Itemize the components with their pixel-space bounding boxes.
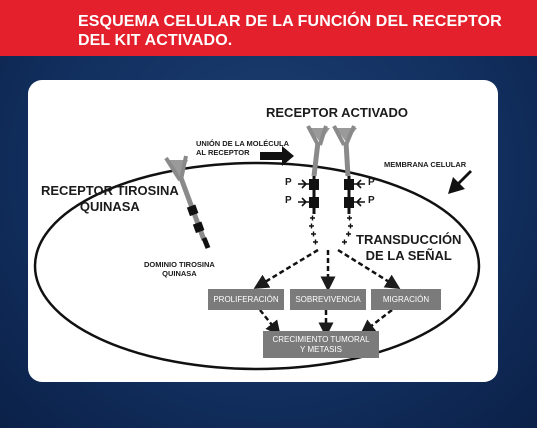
activated-receptor-icon: [298, 125, 365, 214]
header-banner: ESQUEMA CELULAR DE LA FUNCIÓN DEL RECEPT…: [0, 0, 537, 56]
phosphate-label: P: [368, 177, 375, 188]
page-title-line-2: DEL KIT ACTIVADO.: [78, 32, 233, 49]
molecule-binding-label: UNIÓN DE LA MOLÉCULA AL RECEPTOR: [196, 139, 289, 157]
tumor-growth-box: CRECIMIENTO TUMORAL Y METASIS: [263, 331, 379, 358]
proliferation-box: PROLIFERACIÓN: [208, 289, 284, 310]
signal-transduction-line-2: DE LA SEÑAL: [365, 248, 452, 263]
inactive-receptor-icon: [164, 155, 211, 249]
tyrosine-kinase-receptor-line-1: RECEPTOR TIROSINA: [41, 183, 179, 198]
molecule-binding-label-line-1: UNIÓN DE LA MOLÉCULA: [196, 139, 290, 148]
tyrosine-kinase-domain-line-2: QUINASA: [162, 269, 197, 278]
migration-box: MIGRACIÓN: [371, 289, 441, 310]
signal-transduction-line-1: TRANSDUCCIÓN: [356, 232, 462, 247]
phosphate-label: P: [368, 195, 375, 206]
molecule-binding-label-line-2: AL RECEPTOR: [196, 148, 250, 157]
tyrosine-kinase-receptor-line-2: QUINASA: [79, 199, 140, 214]
membrane-arrow-icon: [448, 170, 472, 194]
signal-path-markers: [309, 215, 353, 245]
signal-arrows: [253, 248, 401, 338]
binding-arrow-icon: [260, 146, 294, 166]
tyrosine-kinase-domain-label: DOMINIO TIROSINA QUINASA: [144, 260, 215, 278]
cell-membrane-label: MEMBRANA CELULAR: [384, 160, 467, 169]
diagram-graphics: [33, 125, 481, 371]
diagram-panel: RECEPTOR ACTIVADO UNIÓN DE LA MOLÉCULA A…: [28, 80, 498, 382]
activated-receptor-label: RECEPTOR ACTIVADO: [266, 105, 409, 120]
tyrosine-kinase-domain-line-1: DOMINIO TIROSINA: [144, 260, 215, 269]
tumor-growth-line-1: CRECIMIENTO TUMORAL: [272, 334, 370, 344]
survival-box: SOBREVIVENCIA: [290, 289, 366, 310]
phosphate-label: P: [285, 195, 292, 206]
tumor-growth-line-2: Y METASIS: [300, 344, 342, 354]
cell-membrane-outline: [33, 161, 481, 371]
tyrosine-kinase-receptor-label: RECEPTOR TIROSINA QUINASA: [41, 183, 179, 215]
phosphate-label: P: [285, 177, 292, 188]
page-title: ESQUEMA CELULAR DE LA FUNCIÓN DEL RECEPT…: [78, 12, 518, 50]
signal-transduction-label: TRANSDUCCIÓN DE LA SEÑAL: [356, 232, 461, 264]
page-title-line-1: ESQUEMA CELULAR DE LA FUNCIÓN DEL RECEPT…: [78, 13, 502, 30]
